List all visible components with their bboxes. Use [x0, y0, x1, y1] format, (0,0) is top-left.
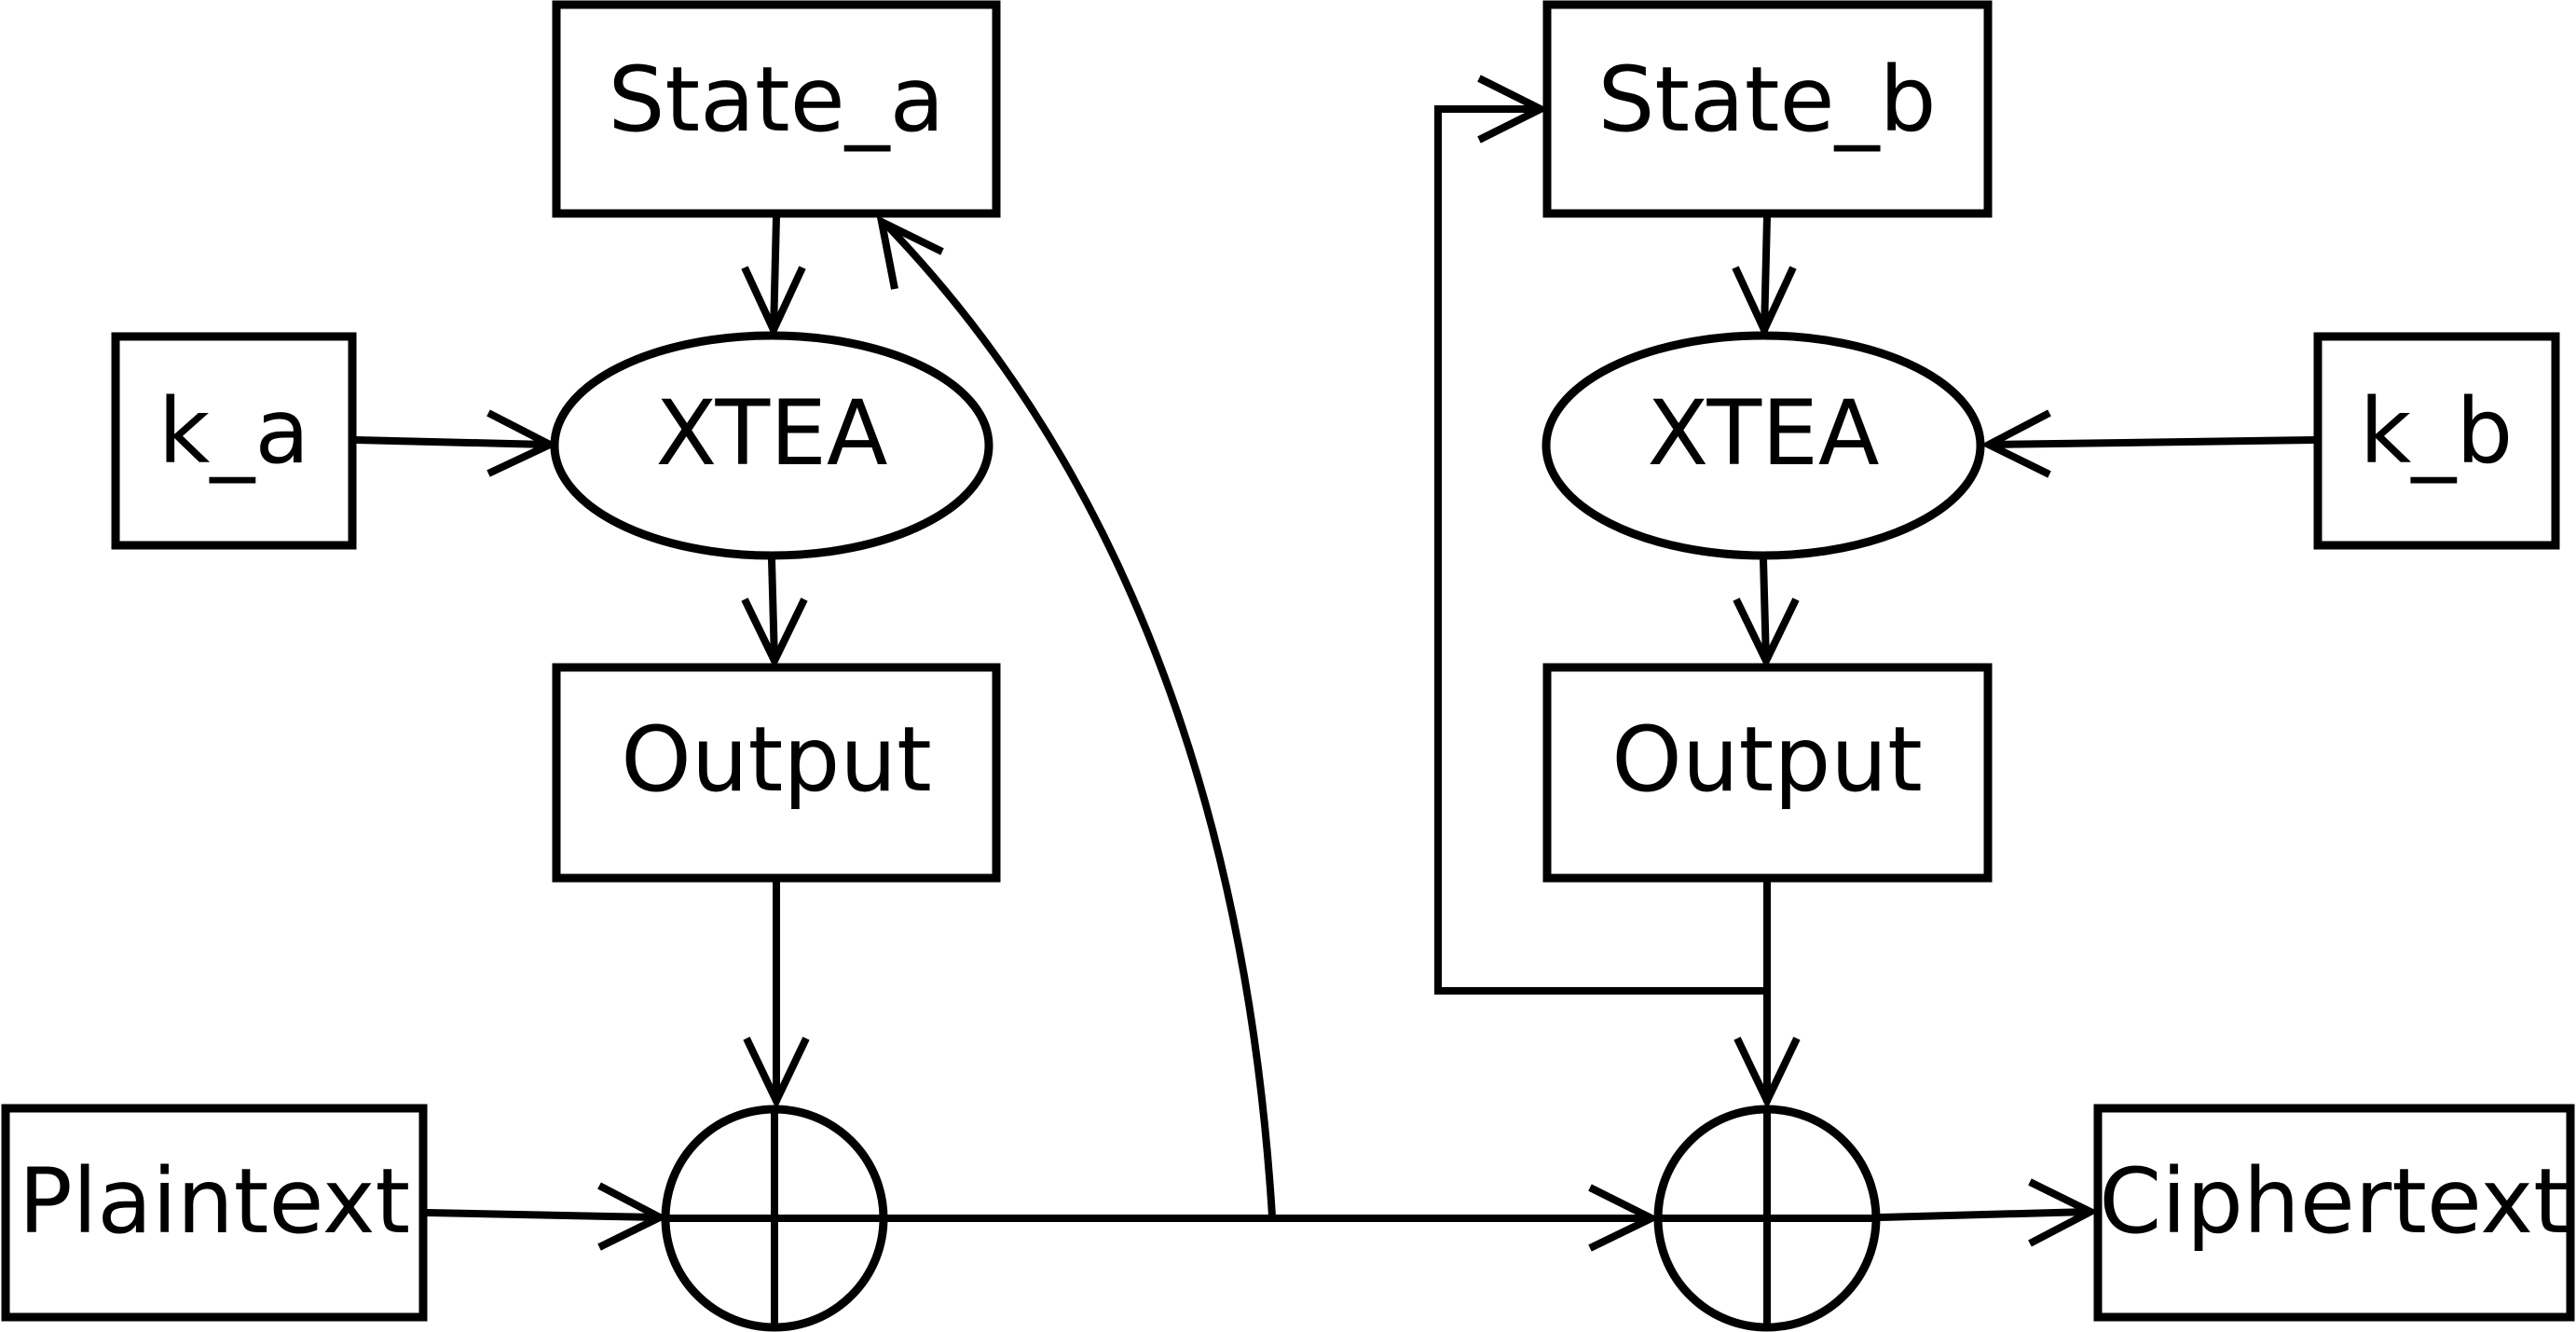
state-a-box	[552, 0, 1001, 218]
arrow-feedback-to-state-a	[876, 214, 1276, 1217]
plaintext-label: Plaintext	[19, 1149, 410, 1254]
arrow-k-b-to-xtea-b	[1980, 409, 2315, 478]
arrow-xor-b-to-ciphertext	[1879, 1178, 2099, 1247]
arrow-state-b-to-xtea-b	[1732, 216, 1797, 339]
arrow-output-a-to-xor-a	[743, 882, 810, 1110]
k-b-box	[2313, 332, 2560, 550]
arrow-plaintext-to-xor-a	[426, 1182, 668, 1251]
xtea-b-label: XTEA	[1647, 381, 1879, 486]
arrow-xtea-a-to-output-a	[741, 558, 808, 670]
arrow-state-a-to-xtea-a	[741, 216, 806, 339]
output-a-label: Output	[621, 707, 931, 812]
xor-a-symbol	[661, 1105, 888, 1332]
arrow-k-a-to-xtea-a	[355, 409, 559, 477]
output-a-box	[552, 663, 1001, 883]
state-a-label: State_a	[609, 48, 945, 152]
plaintext-box	[1, 1104, 428, 1322]
arrow-feedback-to-state-b	[1434, 75, 1767, 995]
k-b-label: k_b	[2360, 379, 2514, 484]
k-a-box	[111, 332, 357, 550]
arrow-xor-a-to-xor-b	[887, 1184, 1661, 1252]
output-b-box	[1542, 663, 1993, 883]
state-b-label: State_b	[1597, 48, 1936, 152]
output-b-label: Output	[1611, 707, 1922, 812]
xor-b-symbol	[1653, 1105, 1881, 1332]
arrow-xtea-b-to-output-b	[1733, 558, 1800, 670]
k-a-label: k_a	[158, 379, 309, 484]
ciphertext-box	[2093, 1104, 2575, 1322]
xtea-a-label: XTEA	[655, 381, 887, 486]
ciphertext-label: Ciphertext	[2099, 1149, 2568, 1254]
state-b-box	[1542, 0, 1993, 218]
